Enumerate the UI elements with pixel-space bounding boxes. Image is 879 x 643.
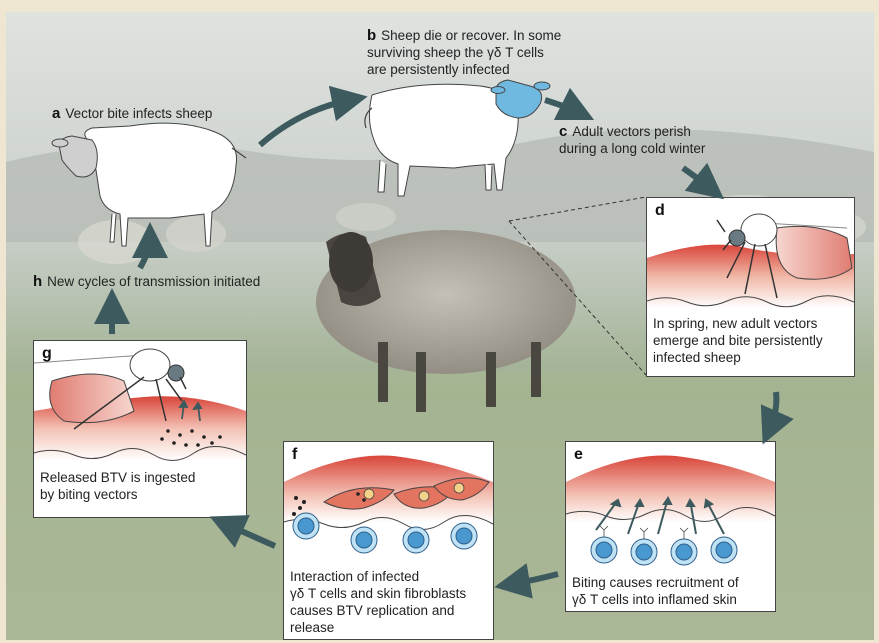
step-h-caption: h New cycles of transmission initiated: [33, 273, 260, 290]
panel-d-line1: In spring, new adult vectors: [653, 315, 823, 332]
panel-f-line2: γδ T cells and skin fibroblasts: [290, 585, 466, 602]
panel-f-line1: Interaction of infected: [290, 568, 466, 585]
step-c-caption: c Adult vectors perish during a long cold…: [559, 123, 705, 157]
step-h-text: New cycles of transmission initiated: [47, 274, 260, 289]
step-b-letter: b: [367, 27, 376, 44]
step-h-letter: h: [33, 273, 42, 290]
step-a-letter: a: [52, 105, 60, 122]
panel-d-line2: emerge and bite persistently: [653, 332, 823, 349]
step-c-line2: during a long cold winter: [559, 140, 705, 157]
step-b-line2: surviving sheep the γδ T cells: [367, 44, 561, 61]
panel-f-line4: release: [290, 619, 466, 636]
panel-e-line1: Biting causes recruitment of: [572, 574, 739, 591]
step-b-line1: Sheep die or recover. In some: [381, 28, 561, 43]
panel-d-letter: d: [655, 202, 665, 220]
panel-e-letter: e: [574, 446, 583, 464]
panel-e-line2: γδ T cells into inflamed skin: [572, 591, 739, 608]
panel-d: d In spring, new adult vectors emerge an…: [646, 197, 855, 377]
step-b-line3: are persistently infected: [367, 61, 561, 78]
panel-d-text: In spring, new adult vectors emerge and …: [653, 315, 823, 366]
panel-f-letter: f: [292, 446, 297, 464]
panel-g-letter: g: [42, 345, 52, 363]
panel-d-line3: infected sheep: [653, 349, 823, 366]
step-b-caption: b Sheep die or recover. In some surviving…: [367, 27, 561, 78]
panel-f: f Interaction of infected γδ T cells and…: [283, 441, 494, 640]
step-a-text: Vector bite infects sheep: [65, 106, 212, 121]
step-c-line1: Adult vectors perish: [572, 124, 691, 139]
panel-e-text: Biting causes recruitment of γδ T cells …: [572, 574, 739, 608]
panel-g-line2: by biting vectors: [40, 486, 195, 503]
panel-f-line3: causes BTV replication and: [290, 602, 466, 619]
step-c-letter: c: [559, 123, 567, 140]
panel-f-text: Interaction of infected γδ T cells and s…: [290, 568, 466, 636]
panel-g-text: Released BTV is ingested by biting vecto…: [40, 469, 195, 503]
panel-g-line1: Released BTV is ingested: [40, 469, 195, 486]
step-a-caption: a Vector bite infects sheep: [52, 105, 212, 122]
panel-e: e Biting causes recruitment of γδ T cell…: [565, 441, 776, 612]
panel-g: g Released BTV is ingested by biting vec…: [33, 340, 247, 518]
